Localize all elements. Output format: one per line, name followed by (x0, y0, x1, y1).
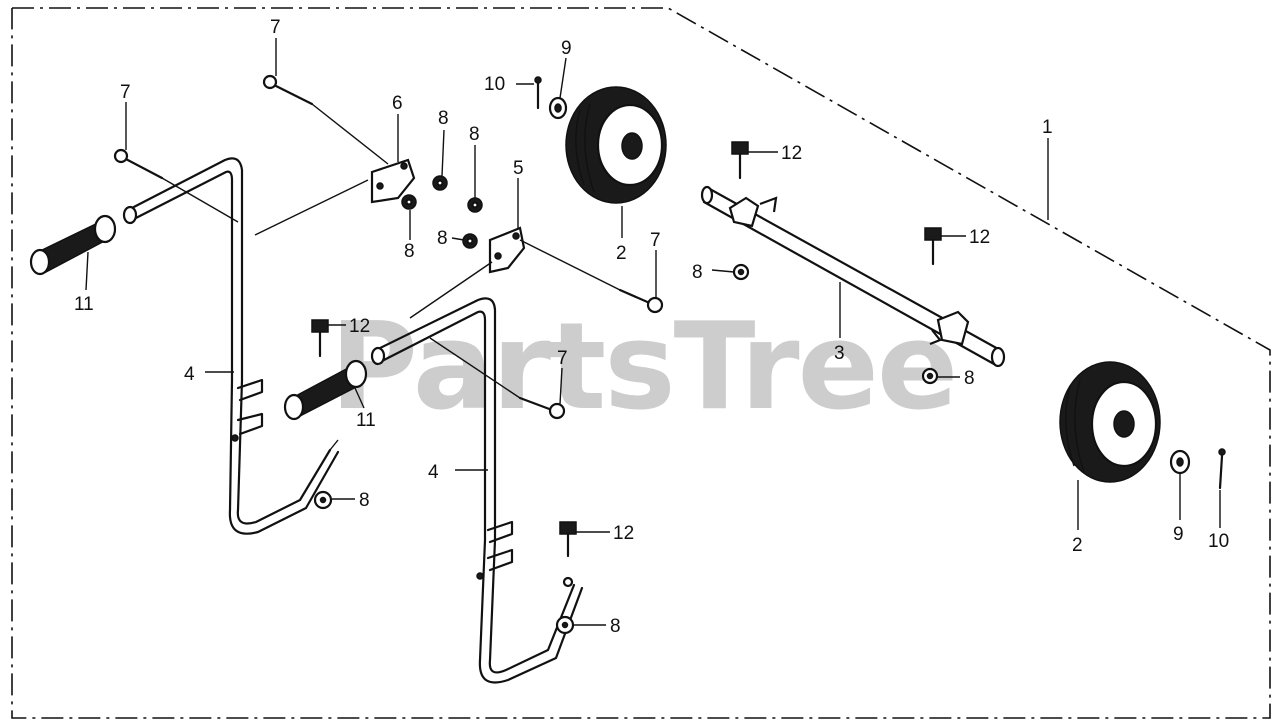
callout-2-top-wheel: 2 (616, 243, 627, 264)
assembly-lines (161, 103, 621, 399)
callout-7-left: 7 (120, 82, 131, 103)
bolt-12-left[interactable] (311, 319, 329, 358)
bolt-7-top[interactable] (262, 74, 314, 106)
washer-9-top[interactable] (548, 96, 568, 120)
handle-bar-right[interactable] (370, 297, 584, 684)
callout-12-bottom: 12 (613, 523, 634, 544)
callout-6: 6 (392, 93, 403, 114)
assembly-frame (11, 7, 1271, 719)
callout-7-mid: 7 (650, 230, 661, 251)
bracket-6[interactable] (370, 158, 416, 204)
callout-5: 5 (513, 158, 524, 179)
callout-leaders (85, 38, 1221, 626)
bolt-12-bottom[interactable] (559, 521, 577, 558)
nut-8-a[interactable] (432, 175, 448, 191)
callout-8-c: 8 (404, 241, 415, 262)
cotter-pin-10-right[interactable] (1218, 448, 1226, 490)
bracket-5[interactable] (488, 226, 526, 274)
cotter-pin-10-top[interactable] (534, 76, 542, 110)
callout-8-e: 8 (692, 262, 703, 283)
callout-7-low: 7 (557, 348, 568, 369)
nut-8-h[interactable] (555, 615, 575, 635)
callout-8-g: 8 (359, 490, 370, 511)
callout-11-left: 11 (74, 294, 94, 315)
bolt-7-low[interactable] (518, 396, 566, 420)
callout-8-d: 8 (437, 228, 448, 249)
grip-right[interactable] (283, 359, 368, 421)
nut-8-c[interactable] (401, 194, 417, 210)
nut-8-e[interactable] (732, 263, 750, 281)
callout-4-left: 4 (184, 364, 195, 385)
bolt-12-right[interactable] (924, 227, 942, 266)
nut-8-f[interactable] (921, 367, 939, 385)
nut-8-g[interactable] (313, 490, 333, 510)
washer-9-right[interactable] (1169, 449, 1191, 475)
callout-10-top: 10 (484, 74, 505, 95)
grip-left[interactable] (29, 214, 117, 276)
callout-11-right: 11 (356, 410, 376, 431)
callout-10-right: 10 (1208, 531, 1229, 552)
wheel-2-bottom[interactable] (1059, 361, 1161, 483)
callout-8-b: 8 (469, 124, 480, 145)
callout-3: 3 (834, 343, 845, 364)
axle-3[interactable] (700, 185, 1006, 368)
callout-4-right: 4 (428, 462, 439, 483)
nut-8-b[interactable] (467, 197, 483, 213)
callout-8-a: 8 (438, 108, 449, 129)
callout-1: 1 (1042, 117, 1053, 138)
watermark: PartsTree (330, 298, 956, 437)
callout-9-right: 9 (1173, 524, 1184, 545)
callout-labels: 1 2 2 3 4 4 5 6 7 7 7 7 8 8 8 8 8 8 8 8 … (74, 17, 1229, 637)
callout-8-f: 8 (964, 368, 975, 389)
wheel-2-top[interactable] (565, 86, 667, 204)
callout-12-right: 12 (969, 227, 990, 248)
callout-12-left: 12 (349, 316, 370, 337)
callout-12-top: 12 (781, 143, 802, 164)
nut-8-d[interactable] (462, 233, 478, 249)
bolt-7-left[interactable] (113, 148, 164, 180)
callout-2-bottom-wheel: 2 (1072, 535, 1083, 556)
handle-bar-left[interactable] (122, 157, 340, 535)
bolt-12-top[interactable] (731, 141, 749, 180)
bolt-7-mid[interactable] (618, 288, 664, 314)
callout-8-h: 8 (610, 616, 621, 637)
callout-7-top: 7 (270, 17, 281, 38)
callout-9-top: 9 (561, 38, 572, 59)
